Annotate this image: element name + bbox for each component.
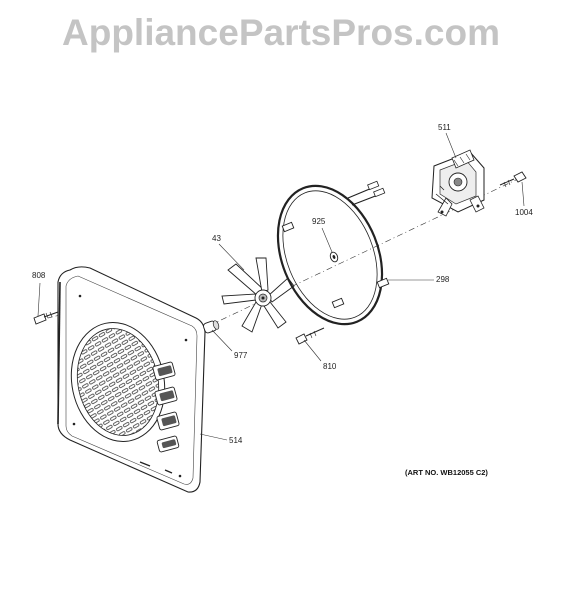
convection-element-part[interactable]	[259, 170, 402, 339]
baffle-screw-part[interactable]	[33, 311, 59, 325]
callout-925[interactable]: 925	[312, 217, 326, 226]
fan-blade-part[interactable]	[221, 257, 295, 333]
element-screw-part[interactable]	[295, 327, 325, 345]
ring-nut-part[interactable]	[329, 251, 339, 263]
callout-leader-lines	[37, 132, 525, 441]
callout-977[interactable]: 977	[234, 351, 248, 360]
art-number-label: (ART NO. WB12055 C2)	[405, 468, 488, 477]
callout-514[interactable]: 514	[229, 436, 243, 445]
fan-motor-part[interactable]	[431, 149, 485, 217]
blade-nut-part[interactable]	[203, 320, 220, 334]
callout-511[interactable]: 511	[438, 123, 451, 132]
watermark-text: AppliancePartsPros.com	[62, 12, 500, 53]
callout-810[interactable]: 810	[323, 362, 337, 371]
callout-43[interactable]: 43	[212, 234, 221, 243]
convection-baffle-part[interactable]	[57, 266, 206, 493]
callout-1004[interactable]: 1004	[515, 208, 533, 217]
callout-808[interactable]: 808	[32, 271, 46, 280]
motor-screw-part[interactable]	[499, 171, 527, 188]
callout-298[interactable]: 298	[436, 275, 450, 284]
